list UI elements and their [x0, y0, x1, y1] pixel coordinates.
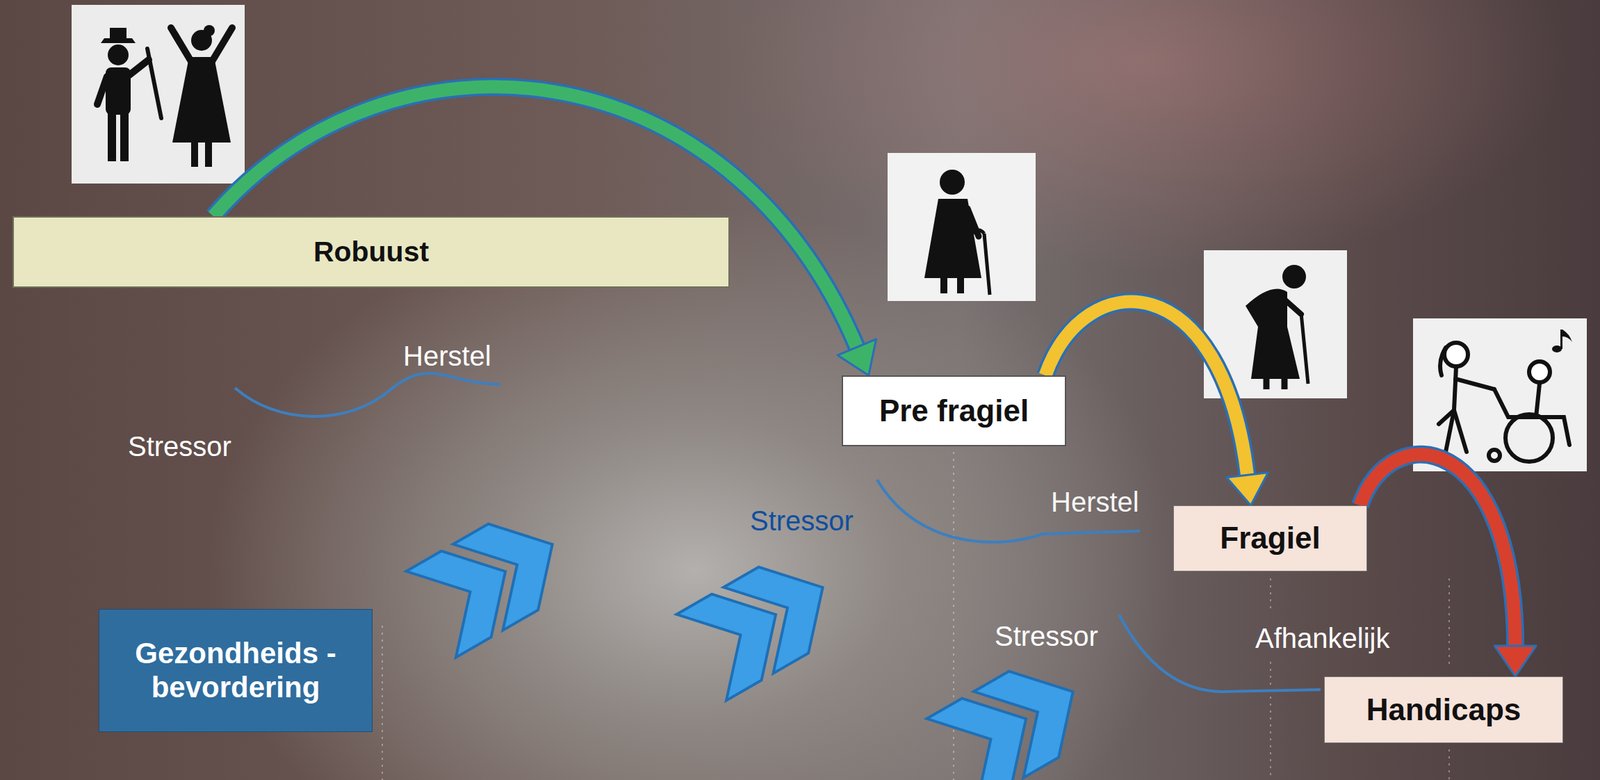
chevrons — [405, 501, 1098, 780]
stage-label: Afhankelijk — [1255, 622, 1390, 654]
box-text: Handicaps — [1366, 692, 1522, 728]
arrow-head — [837, 339, 876, 376]
guide-lines — [382, 451, 1450, 780]
stage-label: Stressor — [994, 620, 1099, 652]
box-text: Pre fragiel — [879, 393, 1029, 429]
transition-arrow — [1045, 301, 1268, 506]
arrow-outline — [1045, 301, 1248, 478]
stage-box: Handicaps — [1324, 676, 1564, 744]
stage-label: Stressor — [749, 505, 854, 536]
arrow-outline — [1360, 454, 1516, 649]
box-text: Robuust — [313, 235, 429, 269]
box-text: Gezondheids -bevordering — [113, 636, 358, 705]
action-box: Gezondheids -bevordering — [98, 608, 373, 732]
stage-label: Stressor — [127, 430, 232, 462]
stage-box: Robuust — [12, 216, 730, 288]
stage-label: Herstel — [1050, 486, 1140, 518]
box-text: Fragiel — [1219, 520, 1320, 557]
resilience-curves — [234, 373, 1321, 692]
prefrail-icon — [887, 152, 1036, 301]
arrow-head — [1494, 645, 1537, 677]
arrow-body — [1360, 454, 1516, 649]
stage-box: Pre fragiel — [841, 375, 1067, 447]
arrow-body — [1045, 301, 1248, 478]
robust-icon — [71, 4, 245, 184]
stage-label: Herstel — [403, 340, 492, 372]
music-note — [1552, 329, 1573, 353]
arrow-head — [1226, 472, 1269, 506]
stage-box: Fragiel — [1173, 505, 1368, 572]
